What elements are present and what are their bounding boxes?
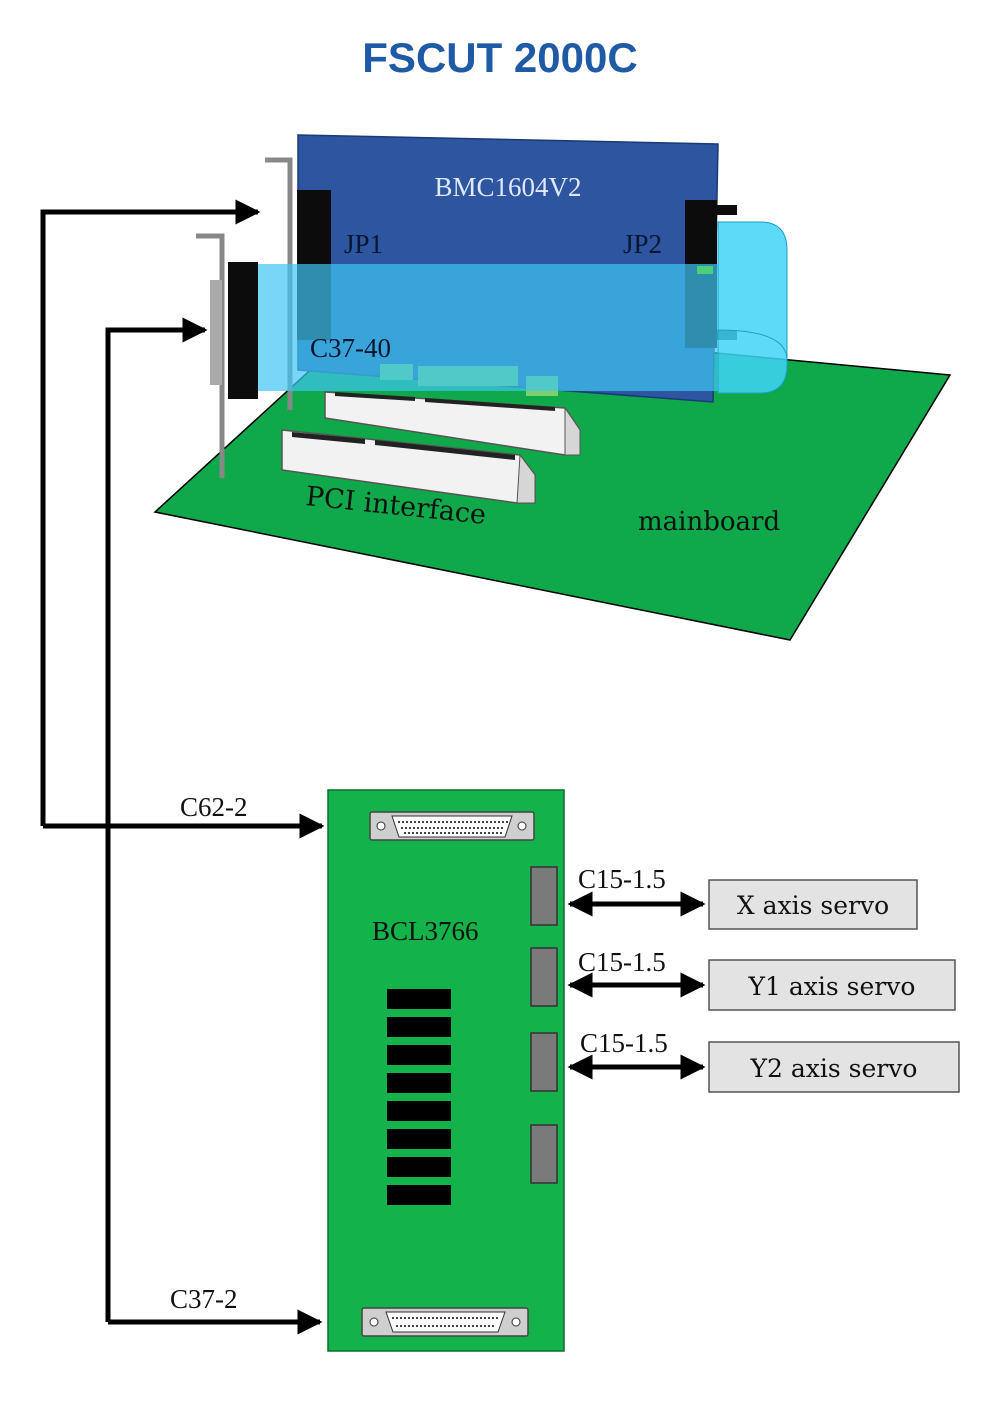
c37-2-label: C37-2: [170, 1284, 238, 1314]
servo-port-y1: [530, 947, 558, 1007]
page-title: FSCUT 2000C: [362, 34, 637, 81]
terminal-pcb: [327, 789, 565, 1352]
terminal-board-label: BCL3766: [372, 916, 479, 946]
servo-port-y2: [530, 1032, 558, 1092]
mainboard-label: mainboard: [638, 507, 780, 537]
c37-dsub-connector: [228, 262, 258, 399]
servo-cable-label: C15-1.5: [578, 947, 666, 977]
c62-2-label: C62-2: [180, 792, 248, 822]
card-brackets: [196, 157, 293, 478]
db62-connector: [369, 811, 535, 841]
terminal-blocks: [387, 989, 451, 1205]
servo-port-spare: [530, 1124, 558, 1184]
c37-40-ribbon-cable: [258, 221, 788, 394]
servo-link-y1: C15-1.5 Y1 axis servo: [567, 947, 956, 1011]
servo-link-y2: C15-1.5 Y2 axis servo: [567, 1028, 960, 1093]
c62-route: [40, 199, 261, 826]
servo-port-x: [530, 866, 558, 926]
cable-routes: [40, 199, 325, 1335]
servo-link-x: C15-1.5 X axis servo: [567, 864, 918, 930]
servo-box: [708, 879, 918, 930]
card-model-label: BMC1604V2: [434, 172, 581, 202]
jp1-label: JP1: [344, 229, 383, 259]
servo-ports: [530, 866, 558, 1184]
c37-route: [105, 317, 208, 1322]
pci-slot-upper: [324, 391, 581, 456]
servo-box: [708, 959, 956, 1011]
bcl3766-terminal-board: BCL3766: [327, 789, 565, 1352]
servo-device-label: Y1 axis servo: [748, 972, 916, 1001]
servo-device-label: Y2 axis servo: [750, 1054, 918, 1083]
db37-connector: [361, 1307, 529, 1337]
servo-cable-label: C15-1.5: [578, 864, 666, 894]
servo-device-label: X axis servo: [737, 891, 889, 920]
c37-40-label: C37-40: [310, 333, 391, 363]
mainboard: PCI interface mainboard: [153, 319, 952, 641]
pci-slot-lower: [281, 429, 536, 504]
servo-box: [708, 1041, 960, 1093]
jp2-label: JP2: [623, 229, 662, 259]
servo-cable-label: C15-1.5: [580, 1028, 668, 1058]
